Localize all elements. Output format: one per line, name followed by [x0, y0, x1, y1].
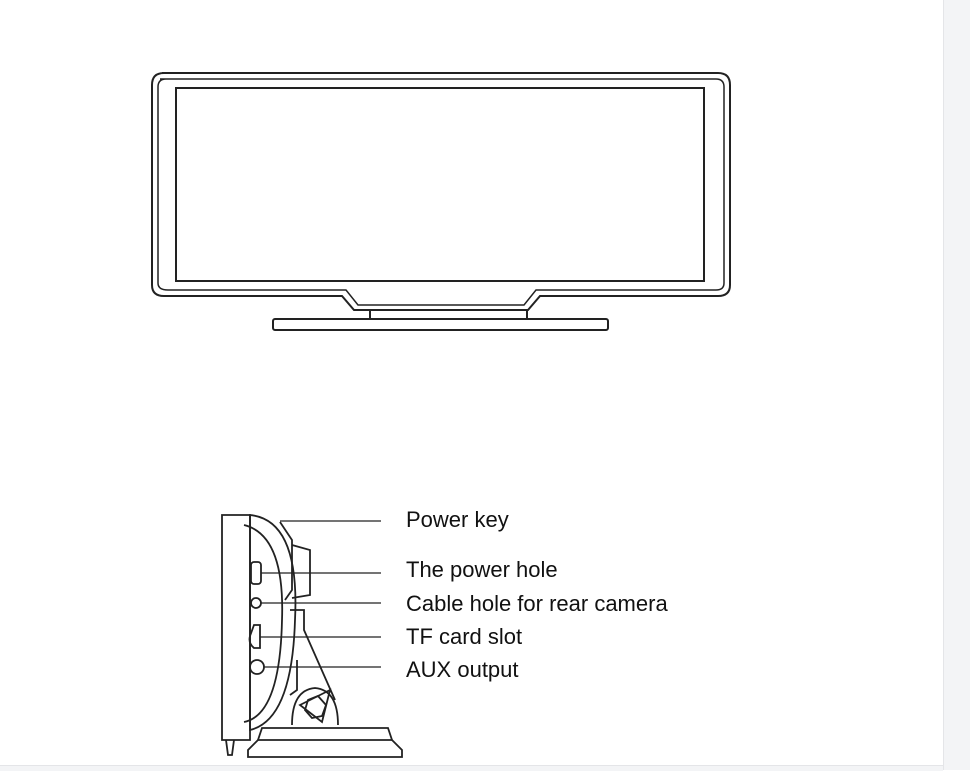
- scrollbar-track[interactable]: [943, 0, 970, 770]
- document-page: Power key The power hole Cable hole for …: [151, 72, 731, 758]
- screen: [175, 87, 705, 282]
- side-view-diagram: [221, 514, 403, 758]
- front-view-diagram: [151, 72, 731, 331]
- bottom-toolbar: [0, 765, 943, 771]
- label-power-key: Power key: [406, 507, 509, 532]
- label-power-hole: The power hole: [406, 557, 558, 582]
- label-cable-hole: Cable hole for rear camera: [406, 591, 668, 616]
- label-tf-card-slot: TF card slot: [406, 624, 523, 649]
- device-diagram: [151, 72, 731, 758]
- mount-base: [272, 318, 609, 331]
- leader-lines: [260, 520, 381, 668]
- label-aux-output: AUX output: [406, 657, 519, 682]
